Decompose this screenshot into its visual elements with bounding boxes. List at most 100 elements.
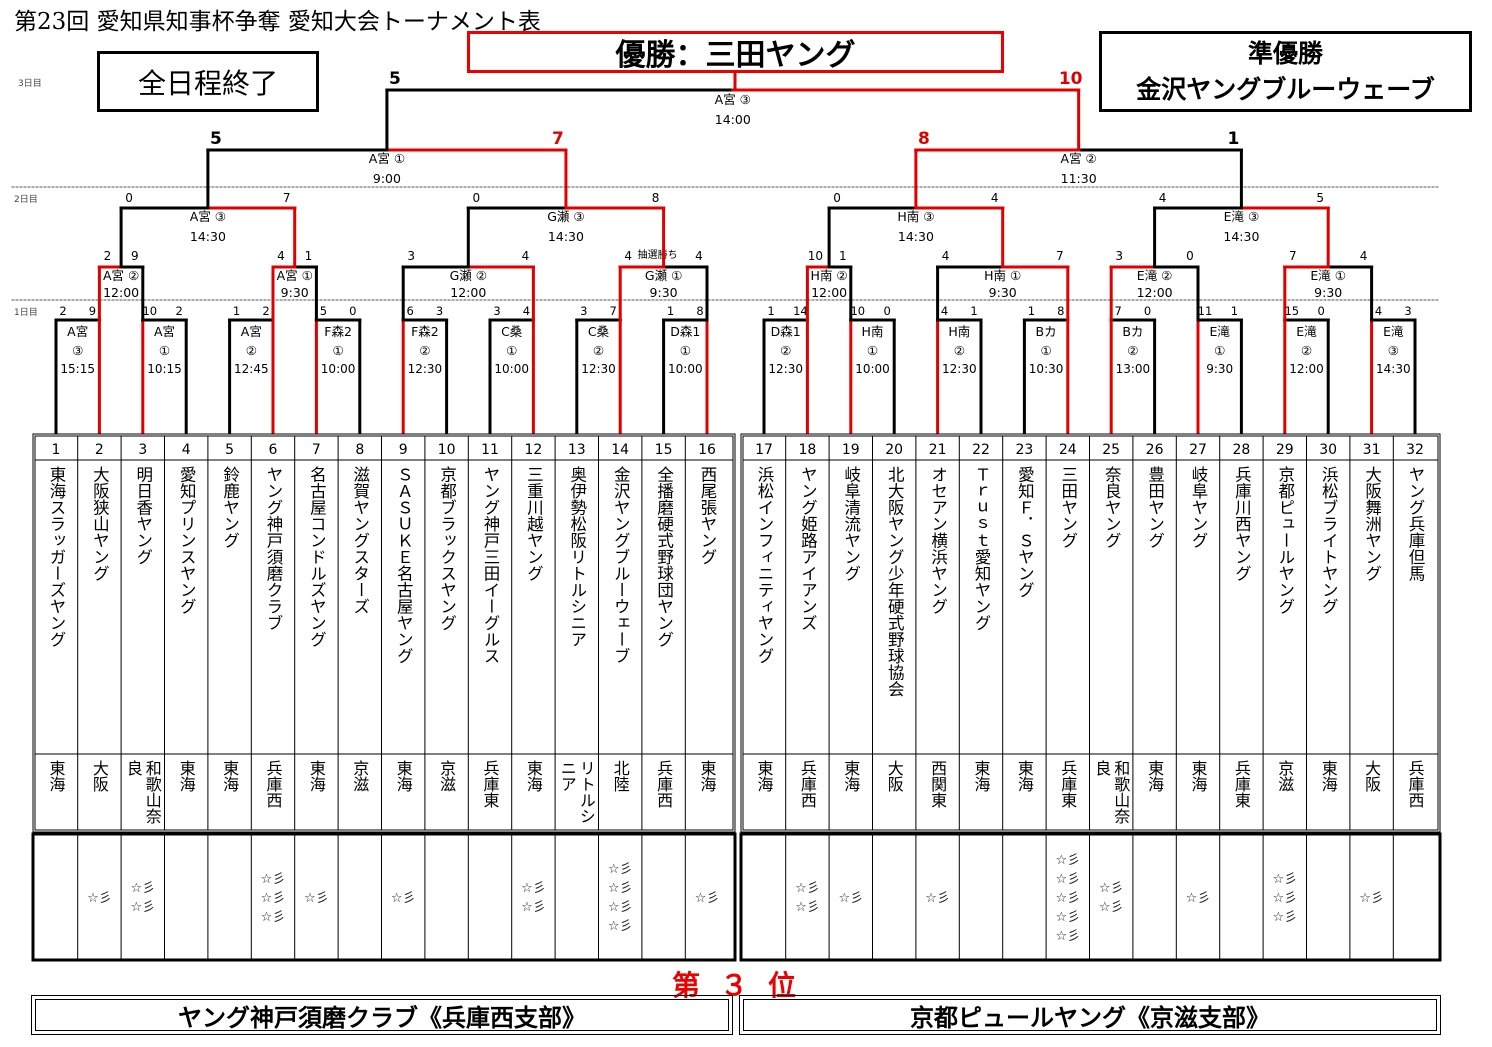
- team-number: 31: [1351, 441, 1393, 459]
- team-name: 明日香ヤング: [122, 466, 164, 751]
- r2-time: 12:00: [1137, 285, 1173, 300]
- team-stars: ☆彡: [382, 838, 424, 958]
- team-region-text: 北陸: [610, 760, 630, 792]
- team-table-right: [740, 433, 1441, 833]
- team-number-text: 11: [481, 442, 499, 458]
- team-name-text: ヤング兵庫但馬: [1406, 466, 1425, 582]
- r1-court: ①: [332, 343, 343, 358]
- team-number-text: 30: [1319, 442, 1338, 458]
- r2-label: H南 ①: [984, 268, 1021, 283]
- team-name-text: 明日香ヤング: [133, 466, 153, 565]
- r1-court: ①: [867, 343, 878, 358]
- team-name: ヤング兵庫但馬: [1394, 466, 1436, 751]
- team-region-text: 兵庫西: [263, 760, 283, 808]
- r3-label: A宮 ③: [190, 209, 226, 224]
- team-name: ヤング姫路アイアンズ: [786, 466, 828, 751]
- team-name: 愛知プリンスヤング: [165, 466, 207, 751]
- r1-venue: C桑: [588, 324, 610, 339]
- team-number: 4: [165, 441, 207, 459]
- team-region: 兵庫西: [1394, 760, 1436, 830]
- r1-score-1: 4: [941, 304, 948, 318]
- team-region: 兵庫西: [643, 760, 685, 830]
- r3-time: 14:30: [898, 229, 934, 244]
- team-name: オセアン横浜ヤング: [917, 466, 959, 751]
- team-name-text: 名古屋コンドルズヤング: [307, 466, 327, 648]
- team-region: 大阪: [1351, 760, 1393, 830]
- team-name: 東海スラッガーズヤング: [35, 466, 77, 751]
- r1-court: ②: [419, 343, 430, 358]
- team-region-text: 京滋: [350, 760, 370, 792]
- r1-score-2: 3: [1404, 304, 1411, 318]
- team-name: ＳＡＳＵＫＥ名古屋ヤング: [382, 466, 424, 751]
- final-score-2: 10: [1059, 69, 1083, 89]
- r1-score-2: 14: [793, 304, 808, 318]
- team-number-text: 32: [1406, 442, 1424, 458]
- team-name-text: 全播磨硬式野球団ヤング: [654, 466, 674, 648]
- team-name: ヤング神戸須磨クラブ: [252, 466, 294, 751]
- team-region-text: 兵庫西: [797, 760, 817, 808]
- team-number-text: 19: [841, 442, 860, 458]
- r2-score-2: 4: [1360, 249, 1368, 263]
- team-name-text: 京都ブラックスヤング: [437, 466, 457, 631]
- team-number-text: 5: [225, 442, 235, 458]
- team-number: 24: [1047, 441, 1089, 459]
- r2-time: 12:00: [103, 285, 139, 300]
- team-number-text: 1: [51, 442, 61, 458]
- r1-venue: E滝: [1296, 324, 1317, 339]
- team-region-text: 東海: [176, 760, 196, 792]
- team-stars-text: ☆彡: [838, 890, 864, 906]
- semi-score-2: 1: [1227, 129, 1239, 149]
- r2-label: A宮 ②: [103, 268, 139, 283]
- r1-time: 14:30: [1376, 362, 1411, 376]
- team-stars-text: ☆彡 ☆彡 ☆彡: [1272, 871, 1298, 925]
- team-name-text: 愛知Ｆ．Ｓヤング: [1015, 466, 1035, 598]
- r1-court: ①: [506, 343, 517, 358]
- team-number: 29: [1264, 441, 1306, 459]
- team-region: 東海: [382, 760, 424, 830]
- team-number: 3: [122, 441, 164, 459]
- r1-time: 10:00: [321, 362, 356, 376]
- r1-venue: E滝: [1383, 324, 1404, 339]
- third-place-left: ヤング神戸須磨クラブ《兵庫西支部》: [35, 999, 729, 1032]
- r1-score-2: 9: [89, 304, 96, 318]
- team-region-text: 東海: [1145, 760, 1165, 792]
- team-number-text: 2: [94, 442, 104, 458]
- team-name: 浜松インフィニティヤング: [743, 466, 785, 751]
- r1-venue: H南: [948, 324, 970, 339]
- team-name: 三重川越ヤング: [512, 466, 554, 751]
- team-number-text: 7: [311, 442, 321, 458]
- r1-venue: Bカ: [1036, 324, 1057, 339]
- r1-venue: H南: [862, 324, 884, 339]
- team-number: 7: [295, 441, 337, 459]
- team-stars-text: ☆彡: [390, 890, 416, 906]
- team-stars-text: ☆彡 ☆彡: [521, 881, 546, 915]
- r3-label: H南 ③: [897, 209, 934, 224]
- r1-court: ①: [159, 343, 170, 358]
- team-region: 東海: [35, 760, 77, 830]
- team-region-text: リトルシニア: [557, 760, 596, 824]
- team-region-text: 東海: [220, 760, 240, 792]
- team-name-text: Ｔｒｕｓｔ愛知ヤング: [972, 466, 991, 631]
- team-region-text: 兵庫西: [654, 760, 674, 808]
- team-number-text: 12: [524, 442, 543, 458]
- team-number-text: 24: [1058, 442, 1077, 458]
- team-region-text: 東海: [523, 760, 543, 792]
- team-region-text: 和歌山奈良: [1092, 760, 1131, 824]
- r1-score-2: 1: [970, 304, 977, 318]
- team-region: 兵庫東: [469, 760, 511, 830]
- team-name: 大阪狭山ヤング: [78, 466, 120, 751]
- r3-score-1: 0: [833, 191, 841, 205]
- r2-score-1: 7: [1289, 249, 1297, 263]
- team-number-text: 3: [138, 442, 148, 458]
- semi-score-1: 8: [918, 129, 930, 149]
- final-score-1: 5: [389, 69, 401, 89]
- stars-box-right: [739, 832, 1442, 962]
- team-number: 10: [426, 441, 468, 459]
- r1-score-1: 11: [1198, 304, 1213, 318]
- team-name: 金沢ヤングブルーウェーブ: [599, 466, 641, 751]
- r1-court: ②: [780, 343, 791, 358]
- r1-court: ③: [1388, 343, 1399, 358]
- r2-score-2: 4: [695, 249, 703, 263]
- r3-score-1: 0: [472, 191, 480, 205]
- team-region-text: 兵庫東: [1058, 760, 1078, 808]
